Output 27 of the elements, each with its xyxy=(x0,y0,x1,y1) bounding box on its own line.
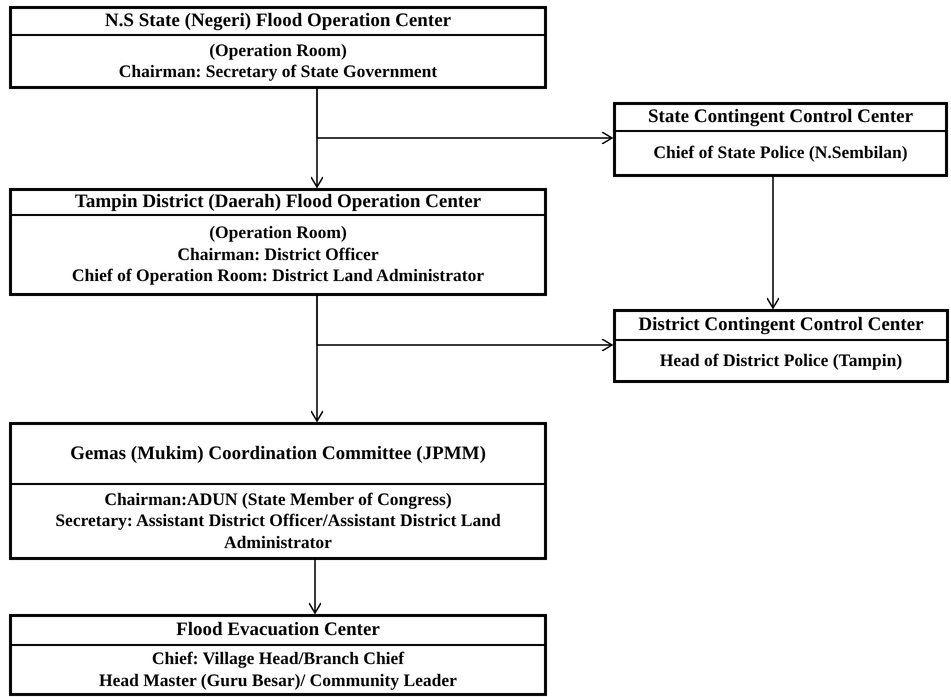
box-text: Chief of Operation Room: District Land Administrator xyxy=(72,265,484,287)
arrow xyxy=(316,89,613,145)
arrow xyxy=(308,560,322,614)
box-text: Chairman:ADUN (State Member of Congress) xyxy=(104,488,452,510)
box-text: (Operation Room) xyxy=(209,222,347,244)
organization-box xyxy=(9,614,547,696)
box-text: Chairman: Secretary of State Government xyxy=(118,61,438,82)
organization-box xyxy=(613,309,949,383)
organization-box xyxy=(9,422,547,560)
organization-box xyxy=(9,6,547,89)
box-text: Chief of State Police (N.Sembilan) xyxy=(653,142,908,164)
organization-box xyxy=(9,188,547,296)
box-text: Head Master (Guru Besar)/ Community Leader xyxy=(99,670,457,691)
box-heading: District Contingent Control Center xyxy=(638,315,924,336)
arrow xyxy=(766,177,780,309)
box-heading: Flood Evacuation Center xyxy=(176,620,380,641)
box-text: Chief: Village Head/Branch Chief xyxy=(152,648,404,670)
box-text: Head of District Police (Tampin) xyxy=(660,350,902,372)
box-heading: Gemas (Mukim) Coordination Committee (JPMM) xyxy=(70,444,486,464)
box-text: (Operation Room) xyxy=(209,40,347,61)
arrow xyxy=(316,296,613,352)
box-heading: N.S State (Negeri) Flood Operation Center xyxy=(104,11,452,32)
organization-box xyxy=(613,102,948,177)
box-heading: State Contingent Control Center xyxy=(648,107,914,128)
box-heading: Tampin District (Daerah) Flood Operation Center xyxy=(74,192,482,213)
box-text: Chairman: District Officer xyxy=(177,244,379,266)
box-text: Secretary: Assistant District Officer/Assistant District Land Administrator xyxy=(54,510,502,554)
